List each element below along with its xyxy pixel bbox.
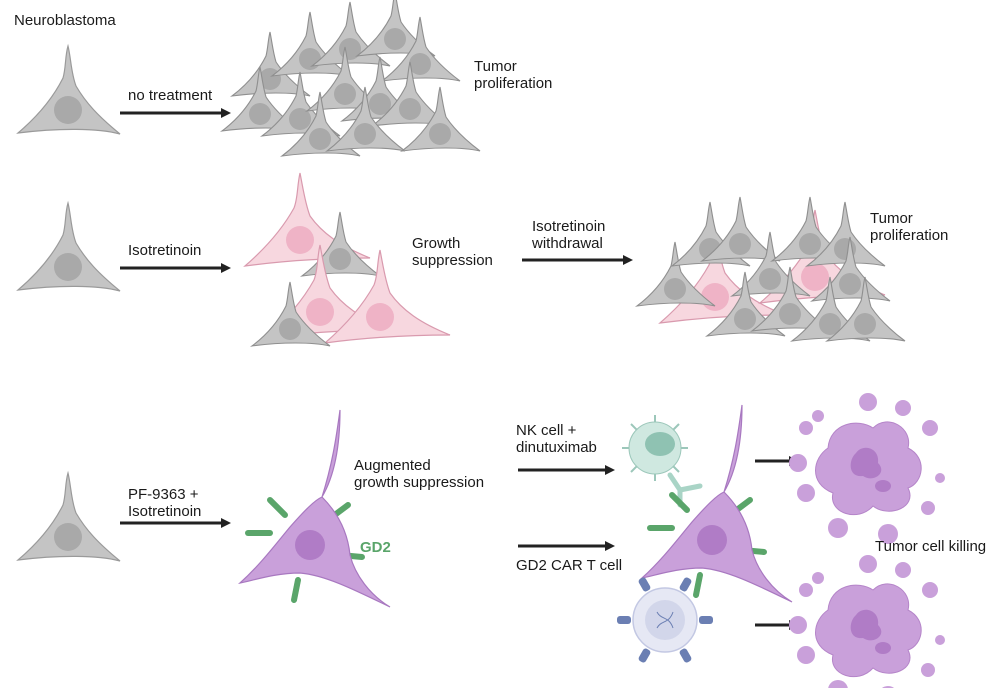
label-nk-cell-dinutuximab: NK cell + dinutuximab <box>516 422 597 456</box>
neuroblastoma-cell-row2 <box>17 202 121 292</box>
label-no-treatment: no treatment <box>128 87 213 104</box>
dead-tumor-cell-2 <box>788 554 946 688</box>
label-augmented-growth-suppression: Augmented growth suppression <box>354 457 485 491</box>
dead-tumor-cell-1 <box>788 392 946 545</box>
label-growth-suppression: Growth suppression <box>412 235 493 269</box>
tumor-proliferation-cluster-1 <box>221 0 481 157</box>
label-tumor-proliferation-1: Tumor proliferation <box>474 58 553 92</box>
tumor-proliferation-cluster-2 <box>636 196 906 342</box>
nk-cell <box>622 415 688 481</box>
label-isotretinoin-withdrawal: Isotretinoin withdrawal <box>532 218 606 252</box>
car-t-cell <box>617 577 713 663</box>
diagram-title: Neuroblastoma <box>14 12 116 29</box>
neuroblastoma-cell-row1 <box>17 45 121 135</box>
label-gd2: GD2 <box>360 539 391 556</box>
gd2-expressing-cell <box>240 410 390 607</box>
label-pf9363-isotretinoin: PF-9363 + Isotretinoin <box>128 486 202 520</box>
neuroblastoma-cell-row3 <box>17 472 121 562</box>
label-tumor-cell-killing: Tumor cell killing <box>875 538 987 555</box>
label-gd2-car-t-cell: GD2 CAR T cell <box>516 557 623 574</box>
label-isotretinoin: Isotretinoin <box>128 242 202 259</box>
label-tumor-proliferation-2: Tumor proliferation <box>870 210 949 244</box>
